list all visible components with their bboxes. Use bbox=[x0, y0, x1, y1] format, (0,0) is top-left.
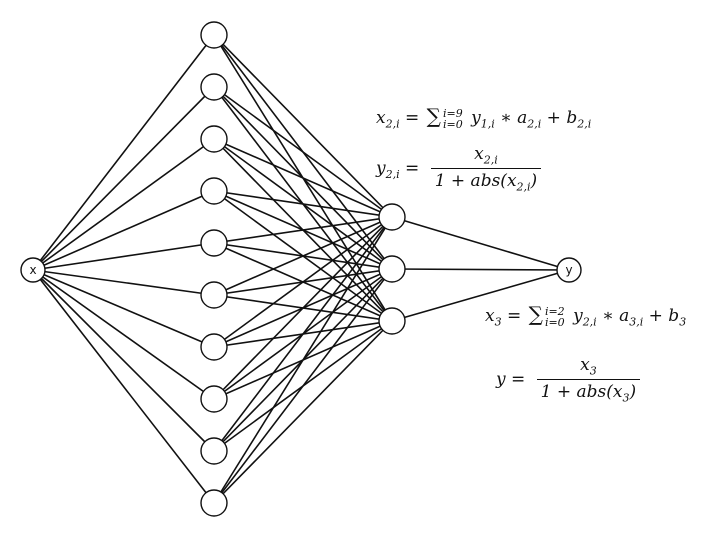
f1-t2-sub: 2,i bbox=[527, 117, 542, 131]
hidden1-node bbox=[200, 229, 228, 257]
hidden2-node bbox=[378, 307, 406, 335]
f3-lower: i=0 bbox=[544, 315, 565, 329]
f1-t2: a bbox=[517, 108, 528, 128]
f3-t3-sub: 3 bbox=[679, 315, 687, 329]
edge-input-hidden1 bbox=[32, 34, 215, 271]
f2-den-pre: 1 + abs( bbox=[434, 171, 507, 192]
f2-den-var: x bbox=[506, 171, 517, 192]
f2-num-sub: 2,i bbox=[483, 153, 498, 167]
f1-t3-sub: 2,i bbox=[577, 117, 592, 131]
input-node-label: x bbox=[29, 263, 36, 277]
sum-symbol: ∑ bbox=[528, 302, 543, 326]
f1-lhs-sub: 2,i bbox=[385, 117, 400, 131]
edges bbox=[32, 34, 570, 504]
f3-eq: = bbox=[507, 306, 522, 326]
f2-eq: = bbox=[405, 158, 420, 179]
f4-num: x bbox=[580, 355, 590, 375]
f3-op2: + bbox=[648, 306, 663, 326]
edge-hidden2-output bbox=[391, 268, 570, 271]
f4-den-post: ) bbox=[629, 382, 637, 403]
f2-lhs: y bbox=[376, 158, 386, 179]
edge-hidden1-hidden2 bbox=[213, 86, 393, 218]
f1-op1: ∗ bbox=[500, 108, 512, 128]
edge-hidden1-hidden2 bbox=[213, 320, 393, 504]
hidden2-node bbox=[378, 203, 406, 231]
edge-hidden1-hidden2 bbox=[213, 216, 393, 452]
f4-lhs: y bbox=[496, 369, 506, 390]
f2-fraction: x2,i 1 + abs(x2,i) bbox=[430, 144, 542, 194]
f2-den-sub: 2,i bbox=[516, 180, 531, 194]
f4-den-var: x bbox=[612, 382, 623, 403]
f4-eq: = bbox=[511, 369, 526, 390]
edge-hidden1-hidden2 bbox=[213, 216, 393, 400]
hidden2-node bbox=[378, 255, 406, 283]
f4-den-sub: 3 bbox=[622, 391, 630, 405]
f1-eq: = bbox=[405, 108, 420, 128]
edge-hidden1-hidden2 bbox=[213, 216, 393, 244]
hidden1-node bbox=[200, 125, 228, 153]
hidden1-node bbox=[200, 177, 228, 205]
f4-num-sub: 3 bbox=[589, 364, 597, 378]
f1-t1: y bbox=[471, 108, 481, 128]
edge-hidden2-output bbox=[391, 269, 570, 322]
f1-op2: + bbox=[546, 108, 561, 128]
formula-y: y = x3 1 + abs(x3) bbox=[496, 355, 641, 405]
f3-upper: i=2 bbox=[544, 304, 565, 318]
edge-input-hidden1 bbox=[32, 86, 215, 271]
hidden1-node bbox=[200, 73, 228, 101]
edge-input-hidden1 bbox=[32, 269, 215, 348]
hidden1-node bbox=[200, 333, 228, 361]
f1-t3: b bbox=[566, 108, 578, 128]
edge-hidden1-hidden2 bbox=[213, 34, 393, 218]
edge-input-hidden1 bbox=[32, 269, 215, 504]
f3-lhs: x bbox=[485, 306, 495, 326]
output-node bbox=[556, 257, 582, 283]
f3-t2-sub: 3,i bbox=[629, 315, 644, 329]
hidden1-node bbox=[200, 385, 228, 413]
edge-input-hidden1 bbox=[32, 269, 215, 452]
sum-symbol: ∑ bbox=[426, 104, 441, 128]
edge-input-hidden1 bbox=[32, 138, 215, 271]
edge-input-hidden1 bbox=[32, 190, 215, 271]
hidden1-node bbox=[200, 489, 228, 517]
f1-lhs: x bbox=[376, 108, 386, 128]
edge-hidden2-output bbox=[391, 216, 570, 271]
f3-lhs-sub: 3 bbox=[494, 315, 502, 329]
formula-y2: y2,i = x2,i 1 + abs(x2,i) bbox=[376, 144, 542, 194]
f2-num: x bbox=[474, 144, 484, 164]
f4-fraction: x3 1 + abs(x3) bbox=[536, 355, 641, 405]
f1-upper: i=9 bbox=[442, 106, 463, 120]
hidden1-node bbox=[200, 437, 228, 465]
hidden1-node bbox=[200, 21, 228, 49]
edge-input-hidden1 bbox=[32, 269, 215, 400]
edge-hidden1-hidden2 bbox=[213, 138, 393, 218]
f1-lower: i=0 bbox=[442, 117, 463, 131]
edge-hidden1-hidden2 bbox=[213, 190, 393, 218]
edge-hidden1-hidden2 bbox=[213, 216, 393, 296]
input-node bbox=[20, 257, 46, 283]
hidden1-node bbox=[200, 281, 228, 309]
edge-input-hidden1 bbox=[32, 269, 215, 296]
edge-hidden1-hidden2 bbox=[213, 268, 393, 504]
f3-t2: a bbox=[619, 306, 630, 326]
f3-t3: b bbox=[668, 306, 680, 326]
f4-den-pre: 1 + abs( bbox=[540, 382, 613, 403]
edge-input-hidden1 bbox=[32, 242, 215, 271]
f2-lhs-sub: 2,i bbox=[385, 167, 400, 181]
edge-hidden1-hidden2 bbox=[213, 216, 393, 348]
f3-t1: y bbox=[573, 306, 583, 326]
edge-hidden1-hidden2 bbox=[213, 216, 393, 504]
f2-den-post: ) bbox=[530, 171, 538, 192]
f3-t1-sub: 2,i bbox=[582, 315, 597, 329]
f3-op1: ∗ bbox=[602, 306, 614, 326]
f1-t1-sub: 1,i bbox=[480, 117, 495, 131]
output-node-label: y bbox=[565, 263, 572, 277]
